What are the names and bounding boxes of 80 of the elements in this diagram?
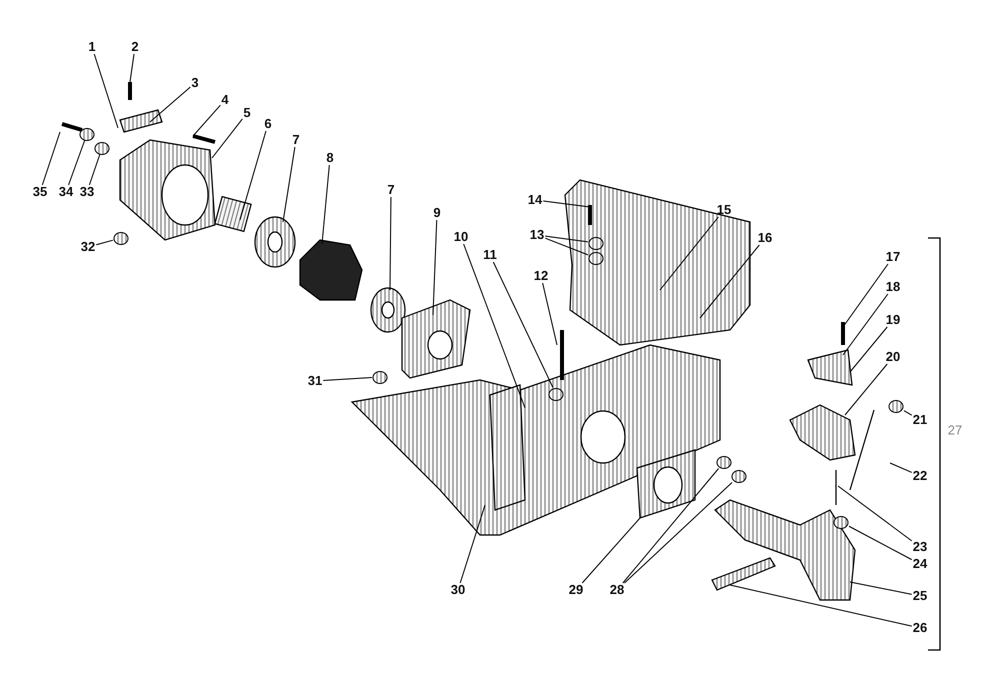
callout-number: 18: [884, 280, 902, 294]
callout-number: 29: [568, 583, 584, 597]
callout-number: 7: [386, 183, 396, 197]
leader-line: [432, 220, 438, 316]
callout-number: 28: [608, 583, 626, 597]
leader-line: [542, 200, 590, 208]
leader-line: [96, 240, 114, 246]
leader-line: [700, 244, 760, 318]
leader-line: [130, 54, 134, 82]
leader-line: [192, 104, 221, 136]
callout-number: 24: [912, 557, 928, 571]
callout-number: 19: [884, 313, 902, 327]
callout-number: 23: [912, 540, 928, 554]
callout-number: 26: [912, 621, 928, 635]
leader-line: [624, 482, 733, 584]
nut-drawing: [833, 516, 849, 528]
leader-line: [544, 236, 588, 242]
leader-line: [212, 118, 243, 158]
callout-number: 9: [432, 206, 442, 220]
leader-line: [890, 462, 912, 473]
leader-line: [68, 140, 86, 186]
nut-drawing: [716, 456, 732, 468]
leader-line: [622, 468, 720, 584]
group-callout-number: 27: [948, 422, 962, 438]
leader-line: [844, 364, 888, 416]
callout-number: 33: [78, 185, 96, 199]
leader-line: [240, 130, 266, 220]
leader-line: [88, 154, 100, 186]
nut-drawing: [79, 128, 95, 140]
leader-line: [42, 132, 60, 186]
callout-number: 16: [756, 231, 774, 245]
leader-line: [492, 262, 554, 388]
callout-number: 22: [912, 469, 928, 483]
leader-line: [838, 486, 912, 542]
callout-number: 1: [87, 40, 97, 54]
leader-line: [322, 164, 330, 244]
nut-drawing: [372, 370, 388, 384]
leader-line: [542, 282, 558, 346]
leader-line: [390, 196, 392, 290]
leader-line: [94, 54, 118, 128]
leader-line: [848, 526, 912, 560]
callout-number: 11: [482, 248, 498, 262]
callout-number: 31: [306, 374, 324, 388]
leader-line: [544, 238, 588, 256]
callout-number: 2: [130, 40, 140, 54]
callout-number: 34: [58, 185, 74, 199]
callout-number: 14: [526, 193, 544, 207]
leader-line: [730, 584, 912, 627]
leader-line: [850, 582, 912, 595]
callout-number: 10: [452, 230, 470, 244]
callout-number: 8: [325, 151, 335, 165]
nut-drawing: [731, 470, 747, 482]
nut-drawing: [94, 142, 110, 154]
leader-line: [842, 264, 888, 328]
callout-number: 4: [220, 93, 230, 107]
leader-line: [904, 410, 912, 416]
leader-line: [282, 146, 296, 222]
leader-line: [582, 518, 640, 584]
callout-number: 7: [291, 133, 301, 147]
leader-line: [150, 86, 191, 122]
callout-number: 25: [912, 589, 928, 603]
nut-drawing: [888, 400, 904, 412]
callout-number: 17: [884, 250, 902, 264]
leader-line: [460, 504, 486, 584]
callout-number: 13: [528, 228, 546, 242]
callout-number: 21: [912, 413, 928, 427]
leader-line: [850, 326, 888, 372]
callout-number: 32: [80, 240, 96, 254]
callout-number: 35: [32, 185, 48, 199]
callout-number: 12: [532, 269, 550, 283]
callout-number: 20: [884, 350, 902, 364]
callout-number: 5: [242, 106, 252, 120]
leader-line: [463, 244, 526, 408]
nut-drawing: [113, 232, 129, 244]
callout-number: 30: [450, 583, 466, 597]
callout-number: 6: [263, 117, 273, 131]
leader-line: [842, 294, 888, 356]
callout-number: 15: [716, 203, 732, 217]
callout-number: 3: [190, 76, 200, 90]
leader-line: [322, 377, 372, 381]
